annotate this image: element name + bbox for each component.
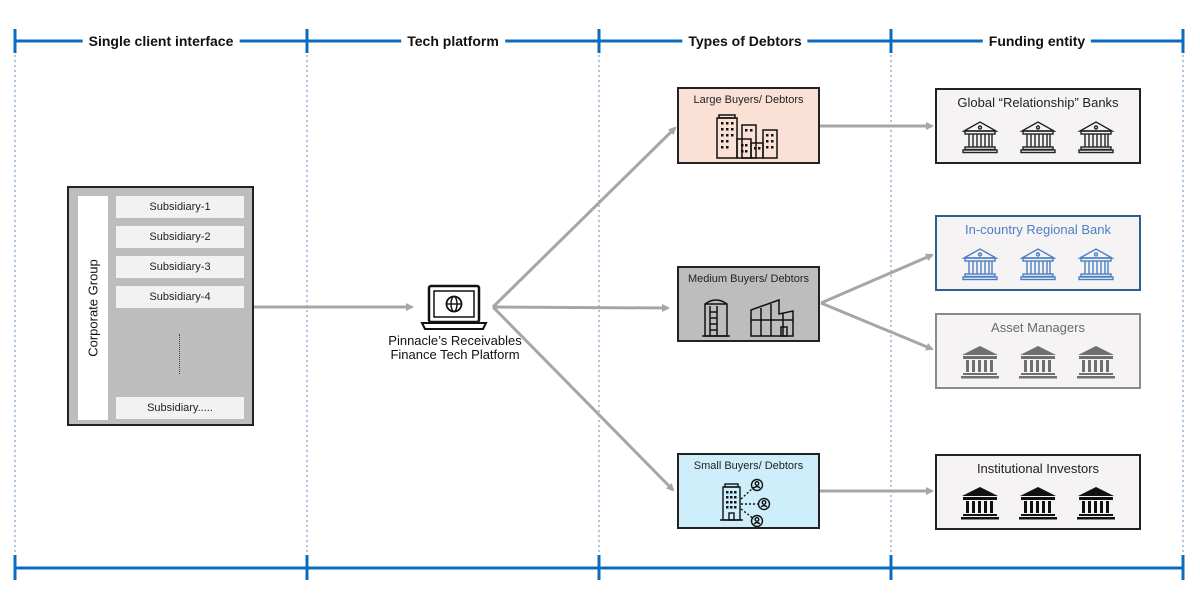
bottom-timeline — [13, 555, 1185, 580]
funding-label-asset-managers: Asset Managers — [991, 320, 1085, 335]
bank-icon — [961, 487, 999, 520]
column-dividers — [14, 50, 1184, 565]
platform-label-line1: Pinnacle’s Receivables — [388, 333, 522, 348]
bank-icon — [1019, 121, 1057, 154]
bank-icons-row — [937, 345, 1139, 379]
bank-icon — [1077, 487, 1115, 520]
bank-icon — [1077, 346, 1115, 379]
bank-icon — [1019, 487, 1057, 520]
debtor-box-medium: Medium Buyers/ Debtors — [677, 266, 820, 342]
corporate-group-box: Corporate Group Subsidiary-1 Subsidiary-… — [67, 186, 254, 426]
platform-label-line2: Finance Tech Platform — [390, 347, 520, 362]
arrow-platform-to-small — [491, 305, 675, 492]
subsidiary-item: Subsidiary-4 — [116, 286, 244, 308]
laptop-globe-icon — [420, 283, 488, 333]
column-header-tech-platform: Tech platform — [401, 31, 505, 51]
funding-box-regional-bank: In-country Regional Bank — [935, 215, 1141, 291]
funding-box-asset-managers: Asset Managers — [935, 313, 1141, 389]
office-buildings-icon — [714, 113, 784, 164]
arrow-medium-to-asset — [820, 301, 934, 351]
funding-label-regional-bank: In-country Regional Bank — [965, 222, 1111, 237]
bank-icons-row — [937, 120, 1139, 154]
debtor-label-large: Large Buyers/ Debtors — [693, 94, 804, 106]
arrow-platform-to-medium — [492, 303, 670, 312]
debtor-box-large: Large Buyers/ Debtors — [677, 87, 820, 164]
debtor-label-medium: Medium Buyers/ Debtors — [687, 273, 810, 285]
funding-box-institutional-investors: Institutional Investors — [935, 454, 1141, 530]
subsidiary-item: Subsidiary-1 — [116, 196, 244, 218]
corporate-group-label: Corporate Group — [85, 259, 101, 357]
arrow-platform-to-large — [491, 126, 677, 309]
bank-icon — [1077, 121, 1115, 154]
funding-label-global-banks: Global “Relationship” Banks — [957, 95, 1119, 110]
bank-icon — [961, 248, 999, 281]
arrow-medium-to-regional — [820, 253, 934, 305]
bank-icon — [961, 121, 999, 154]
bank-icons-row — [937, 486, 1139, 520]
bank-icon — [1019, 346, 1057, 379]
funding-box-global-banks: Global “Relationship” Banks — [935, 88, 1141, 164]
column-header-client-interface: Single client interface — [82, 31, 240, 51]
corporate-group-label-panel: Corporate Group — [78, 196, 108, 420]
debtor-box-small: Small Buyers/ Debtors — [677, 453, 820, 529]
funding-label-institutional-investors: Institutional Investors — [976, 461, 1100, 476]
ellipsis-dotted-line — [179, 334, 180, 374]
subsidiary-item: Subsidiary-2 — [116, 226, 244, 248]
subsidiary-item-last: Subsidiary..... — [116, 397, 244, 419]
building-network-users-icon — [719, 477, 779, 532]
flow-arrows — [254, 122, 934, 495]
bank-icon — [1019, 248, 1057, 281]
bank-icon — [1077, 248, 1115, 281]
silo-and-factory-icon — [701, 292, 801, 343]
bank-icons-row — [937, 247, 1139, 281]
column-header-debtor-types: Types of Debtors — [682, 31, 808, 51]
platform-label: Pinnacle’s Receivables Finance Tech Plat… — [388, 334, 521, 362]
bank-icon — [961, 346, 999, 379]
column-header-funding-entity: Funding entity — [982, 31, 1092, 51]
subsidiary-item: Subsidiary-3 — [116, 256, 244, 278]
debtor-label-small: Small Buyers/ Debtors — [693, 460, 804, 472]
